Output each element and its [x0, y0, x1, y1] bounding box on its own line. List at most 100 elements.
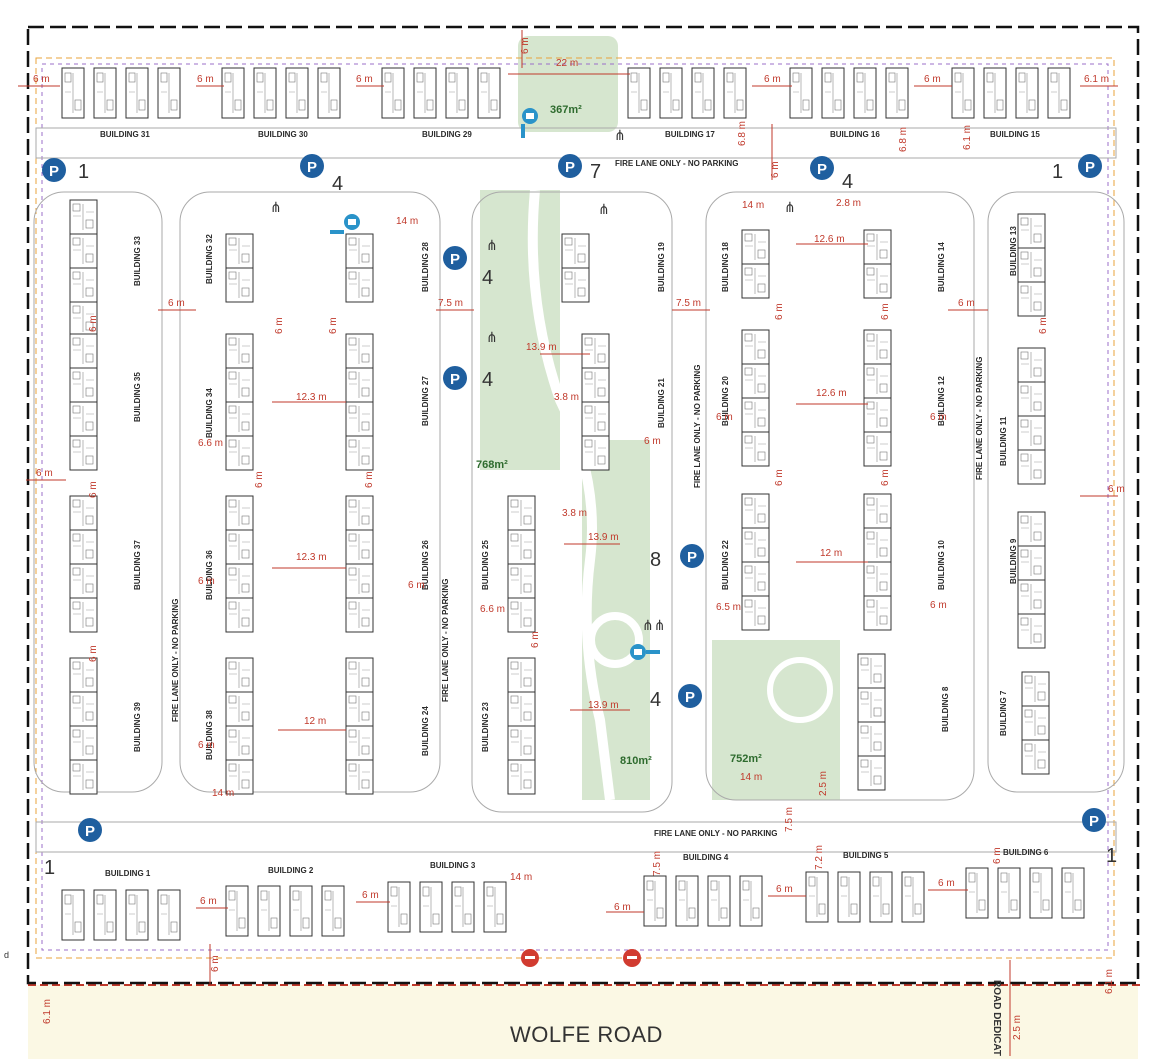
- building-28-unit: [345, 233, 374, 269]
- building-14-unit: [863, 229, 892, 265]
- building-26-unit: [345, 495, 374, 531]
- dim-d9: 6.8 m: [737, 121, 748, 146]
- label-building-4: BUILDING 4: [683, 853, 729, 862]
- dim-d37: 12.3 m: [296, 552, 327, 563]
- dim-d48: 14 m: [212, 788, 234, 799]
- label-building-30: BUILDING 30: [258, 130, 308, 139]
- building-8-unit: [857, 755, 886, 791]
- building-34-unit: [225, 401, 254, 437]
- bike-rack-icon-5: ⋔: [486, 329, 498, 345]
- block-west-center: [179, 191, 441, 793]
- dim-d29: 6 m: [644, 436, 661, 447]
- building-26-unit: [345, 529, 374, 565]
- dim-d54: 6 m: [992, 847, 1003, 864]
- dim-d18: 2.8 m: [836, 198, 861, 209]
- label-building-33: BUILDING 33: [133, 236, 142, 286]
- building-17-unit: [691, 67, 715, 119]
- dim-d65: 6 m: [36, 468, 53, 479]
- building-34-unit: [225, 367, 254, 403]
- buildings-layer: [61, 67, 1085, 941]
- parking-count-p1: 1: [78, 161, 89, 183]
- building-2-unit: [225, 885, 249, 937]
- block-center: [471, 191, 673, 813]
- building-16-unit: [821, 67, 845, 119]
- dim-d21: 6 m: [88, 315, 99, 332]
- dim-d68: 6 m: [254, 471, 265, 488]
- dim-d5: 22 m: [556, 58, 578, 69]
- building-29-unit: [381, 67, 405, 119]
- dim-d11: 6.1 m: [962, 125, 973, 150]
- dim-d6: 6 m: [764, 74, 781, 85]
- dim-d67: 6 m: [88, 645, 99, 662]
- bike-rack-icon-4: ⋔: [486, 237, 498, 253]
- block-east-center: [705, 191, 975, 801]
- building-39-unit: [69, 759, 98, 795]
- building-15-unit: [951, 67, 975, 119]
- parking-sign-nw: P: [42, 158, 66, 182]
- label-building-25: BUILDING 25: [481, 540, 490, 590]
- building-25-unit: [507, 563, 536, 599]
- building-27-unit: [345, 435, 374, 471]
- label-building-34: BUILDING 34: [205, 388, 214, 438]
- dim-d42: 6.5 m: [716, 602, 741, 613]
- mailbox-icon-west: [330, 214, 360, 234]
- building-1-unit: [61, 889, 85, 941]
- dim-d20: 6 m: [958, 298, 975, 309]
- svg-text:P: P: [49, 163, 59, 180]
- label-building-27: BUILDING 27: [421, 376, 430, 426]
- svg-text:P: P: [685, 689, 695, 706]
- svg-text:P: P: [85, 823, 95, 840]
- dim-d22: 6 m: [274, 317, 285, 334]
- building-33-unit: [69, 199, 98, 235]
- building-16-unit: [789, 67, 813, 119]
- label-building-19: BUILDING 19: [657, 242, 666, 292]
- parking-sign-sw: P: [78, 818, 102, 842]
- dim-d28: 6.6 m: [198, 438, 223, 449]
- dimension-lines: [18, 30, 1118, 1056]
- fire-lane-south: FIRE LANE ONLY - NO PARKING: [654, 829, 777, 838]
- building-11-unit: [1017, 415, 1046, 451]
- building-10-unit: [863, 595, 892, 631]
- dim-d17: 12.6 m: [814, 234, 845, 245]
- building-17-unit: [659, 67, 683, 119]
- svg-text:P: P: [450, 251, 460, 268]
- dim-d44: 6 m: [1108, 484, 1125, 495]
- label-building-22: BUILDING 22: [721, 540, 730, 590]
- dim-d60: 14 m: [510, 872, 532, 883]
- label-building-16: BUILDING 16: [830, 130, 880, 139]
- building-23-unit: [507, 725, 536, 761]
- building-18-unit: [741, 263, 770, 299]
- area-752: 752m²: [730, 753, 762, 765]
- building-10-unit: [863, 527, 892, 563]
- dim-d39: 6 m: [198, 576, 215, 587]
- parking-sign-c2: P: [443, 366, 467, 390]
- building-6-unit: [997, 867, 1021, 919]
- svg-text:P: P: [687, 549, 697, 566]
- dim-d13: 14 m: [396, 216, 418, 227]
- dim-d43: 6 m: [930, 600, 947, 611]
- building-35-unit: [69, 401, 98, 437]
- label-building-1: BUILDING 1: [105, 869, 151, 878]
- parking-count-p5: 1: [1052, 161, 1063, 183]
- road-dedication-label: ROAD DEDICAT: [991, 980, 1002, 1056]
- building-3-unit: [483, 881, 507, 933]
- dim-d57: 6 m: [614, 902, 631, 913]
- parking-count-p10: 1: [44, 857, 55, 879]
- building-27-unit: [345, 401, 374, 437]
- building-8-unit: [857, 653, 886, 689]
- dim-d38: 12 m: [820, 548, 842, 559]
- dim-d52: 7.5 m: [652, 851, 663, 876]
- building-35-unit: [69, 333, 98, 369]
- building-34-unit: [225, 333, 254, 369]
- fire-lane-west-center: FIRE LANE ONLY - NO PARKING: [441, 579, 450, 702]
- green-circle-752: [767, 657, 833, 723]
- svg-text:P: P: [1089, 813, 1099, 830]
- parking-sign-n3: P: [810, 156, 834, 180]
- building-13-unit: [1017, 281, 1046, 317]
- building-12-unit: [863, 397, 892, 433]
- mailbox-icon-north: [521, 108, 538, 138]
- fire-lane-east-center: FIRE LANE ONLY - NO PARKING: [693, 365, 702, 488]
- fire-lane-west: FIRE LANE ONLY - NO PARKING: [171, 599, 180, 722]
- building-36-unit: [225, 529, 254, 565]
- building-22-unit: [741, 527, 770, 563]
